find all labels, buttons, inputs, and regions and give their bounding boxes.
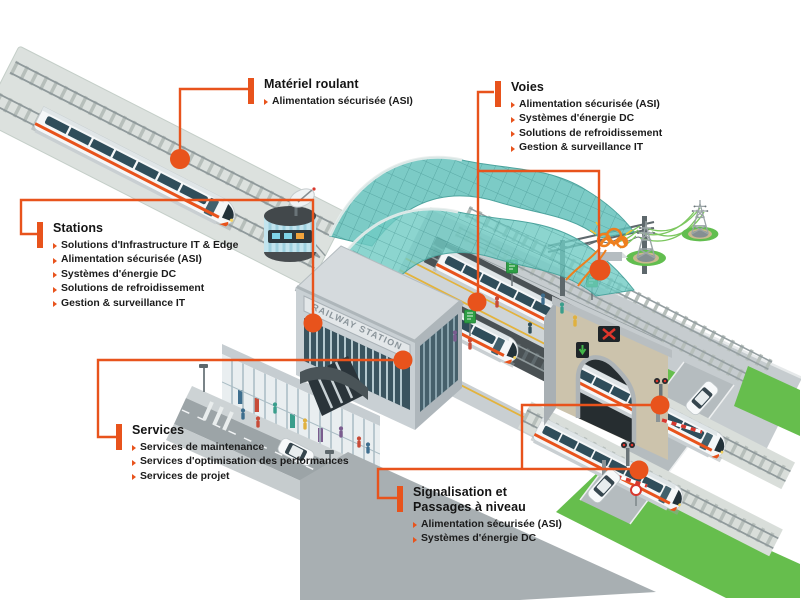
callout-item: Alimentation sécurisée (ASI): [264, 95, 464, 109]
callout-items: Alimentation sécurisée (ASI): [264, 95, 464, 109]
callout-stations: Stations Solutions d'Infrastructure IT &…: [37, 221, 268, 311]
connector-dot-voies-transformer: [589, 259, 611, 281]
connector-dot-signalisation-signal: [650, 395, 670, 415]
callout-item: Solutions de refroidissement: [53, 282, 268, 296]
callout-item-label: Alimentation sécurisée (ASI): [61, 254, 202, 266]
callout-item-label: Alimentation sécurisée (ASI): [519, 99, 660, 110]
crosswalk: [202, 401, 234, 431]
tunnel-portal: [544, 296, 672, 460]
connector-dot-materiel-roulant: [170, 149, 190, 169]
callout-item-label: Gestion & surveillance IT: [61, 297, 186, 309]
callout-item: Services de projet: [132, 470, 377, 484]
callout-item-label: Services d'optimisation des performances: [140, 456, 349, 468]
callout-item-label: Solutions de refroidissement: [61, 283, 205, 295]
callout-title: Stations: [53, 221, 104, 235]
callout-materiel-roulant: Matériel roulant Alimentation sécurisée …: [248, 77, 464, 109]
connector-dot-signalisation-crossing: [629, 460, 649, 480]
bullet-icon: [511, 131, 515, 138]
callout-item: Systèmes d'énergie DC: [511, 112, 701, 126]
bullet-icon: [132, 445, 136, 452]
control-tower: [264, 187, 316, 262]
callout-item-label: Alimentation sécurisée (ASI): [421, 519, 562, 530]
bullet-icon: [511, 116, 515, 123]
callout-title: Matériel roulant: [264, 77, 359, 91]
entrance-awning: [300, 366, 368, 400]
connector-dot-services: [393, 350, 413, 370]
callout-item: Services d'optimisation des performances: [132, 455, 377, 469]
callout-item: Systèmes d'énergie DC: [53, 268, 268, 282]
bullet-icon: [413, 536, 417, 543]
callout-item: Solutions de refroidissement: [511, 127, 701, 141]
station-entrance: [222, 344, 380, 481]
leader-line-signalisation-branch: [520, 403, 651, 469]
callout-item-label: Alimentation sécurisée (ASI): [272, 96, 413, 107]
callout-title: Voies: [511, 80, 544, 94]
bullet-icon: [511, 145, 515, 152]
callout-item: Gestion & surveillance IT: [53, 297, 268, 311]
callout-item: Gestion & surveillance IT: [511, 141, 701, 155]
callout-title: Signalisation et Passages à niveau: [413, 485, 526, 514]
leader-line-materiel-roulant: [178, 87, 251, 150]
callout-item-label: Services de projet: [140, 470, 230, 482]
crossing-signal: [654, 378, 668, 404]
satellite-dish-icon: [289, 187, 316, 216]
callout-item-label: Solutions de refroidissement: [519, 127, 663, 139]
level-crossing: [585, 378, 721, 506]
callout-item: Alimentation sécurisée (ASI): [53, 253, 268, 267]
bullet-icon: [264, 99, 268, 106]
tunnel-signal-arrow-icon: [576, 342, 589, 358]
power-supply: [565, 199, 720, 287]
callout-item: Systèmes d'énergie DC: [413, 532, 563, 546]
callout-signalisation: Signalisation et Passages à niveau Alime…: [397, 485, 563, 547]
connector-dot-voies-track: [467, 292, 487, 312]
callout-title: Services: [132, 423, 185, 437]
callout-item: Alimentation sécurisée (ASI): [511, 98, 701, 112]
callout-item: Alimentation sécurisée (ASI): [413, 518, 563, 532]
bullet-icon: [53, 257, 57, 264]
callout-voies: Voies Alimentation sécurisée (ASI) Systèm…: [495, 80, 701, 156]
apron: [300, 452, 656, 600]
callout-item-label: Services de maintenance: [140, 442, 265, 453]
leader-line-signalisation: [376, 467, 630, 500]
callout-item: Services de maintenance: [132, 441, 377, 455]
crossing-signal: [621, 442, 635, 466]
callout-item-label: Gestion & surveillance IT: [519, 142, 644, 154]
callout-items: Alimentation sécurisée (ASI) Systèmes d'é…: [511, 98, 701, 156]
bullet-icon: [132, 474, 136, 481]
leader-line-services: [96, 358, 394, 439]
side-windows: [420, 314, 458, 412]
leader-line-stations: [19, 198, 315, 314]
callout-item-label: Systèmes d'énergie DC: [61, 268, 177, 280]
bullet-icon: [511, 102, 515, 109]
transformer: [565, 221, 633, 287]
leader-line-voies-branch: [478, 169, 601, 260]
connector-dot-stations: [303, 313, 323, 333]
callout-item-label: Systèmes d'énergie DC: [421, 533, 537, 545]
bullet-icon: [53, 301, 57, 308]
bullet-icon: [132, 459, 136, 466]
crossing-sign-icon: [630, 484, 642, 506]
leader-line-voies: [476, 90, 494, 293]
callout-item-label: Solutions d'Infrastructure IT & Edge: [61, 240, 239, 251]
bullet-icon: [53, 243, 57, 250]
callout-item: Solutions d'Infrastructure IT & Edge: [53, 239, 268, 253]
tunnel-signal-x-icon: [598, 326, 620, 342]
bullet-icon: [53, 286, 57, 293]
callout-item-label: Systèmes d'énergie DC: [519, 113, 635, 125]
callout-items: Alimentation sécurisée (ASI) Systèmes d'é…: [413, 518, 563, 547]
bullet-icon: [413, 522, 417, 529]
bullet-icon: [53, 272, 57, 279]
